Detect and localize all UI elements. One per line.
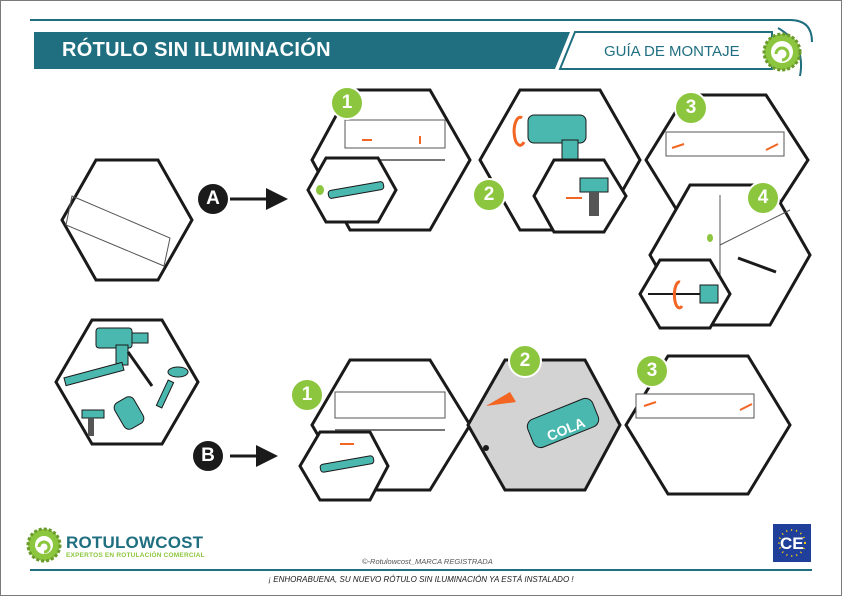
sign-panel-hexagon xyxy=(62,160,192,280)
header-logo xyxy=(764,34,800,70)
step-a-arrow xyxy=(230,188,288,210)
ce-mark-text: CE xyxy=(780,534,804,554)
section-a-badge: A xyxy=(198,184,228,214)
guide-label: GUÍA DE MONTAJE xyxy=(604,43,740,60)
step-b1-badge: 1 xyxy=(290,378,324,412)
tools-hexagon xyxy=(56,320,198,444)
step-b2-illustration xyxy=(468,360,620,490)
step-b1-illustration xyxy=(300,360,470,500)
step-b-arrow xyxy=(230,445,278,467)
step-a3-badge: 3 xyxy=(674,91,708,125)
step-a4-badge: 4 xyxy=(746,181,780,215)
step-b2-badge: 2 xyxy=(508,344,542,378)
step-a1-badge: 1 xyxy=(330,86,364,120)
step-b3-badge: 3 xyxy=(635,354,669,388)
footer-message: ¡ ENHORABUENA, SU NUEVO RÓTULO SIN ILUMI… xyxy=(0,575,842,584)
section-b-badge: B xyxy=(193,441,223,471)
step-a2-badge: 2 xyxy=(472,178,506,212)
copyright-text: ©-Rotulowcost_MARCA REGISTRADA xyxy=(362,557,493,566)
brand-name: ROTULOWCOST xyxy=(66,533,203,553)
page-title: RÓTULO SIN ILUMINACIÓN xyxy=(62,39,331,62)
step-a2-illustration xyxy=(480,90,640,232)
step-a4-illustration xyxy=(640,185,810,328)
brand-logo xyxy=(28,529,60,561)
brand-tagline: EXPERTOS EN ROTULACIÓN COMERCIAL xyxy=(66,552,205,559)
